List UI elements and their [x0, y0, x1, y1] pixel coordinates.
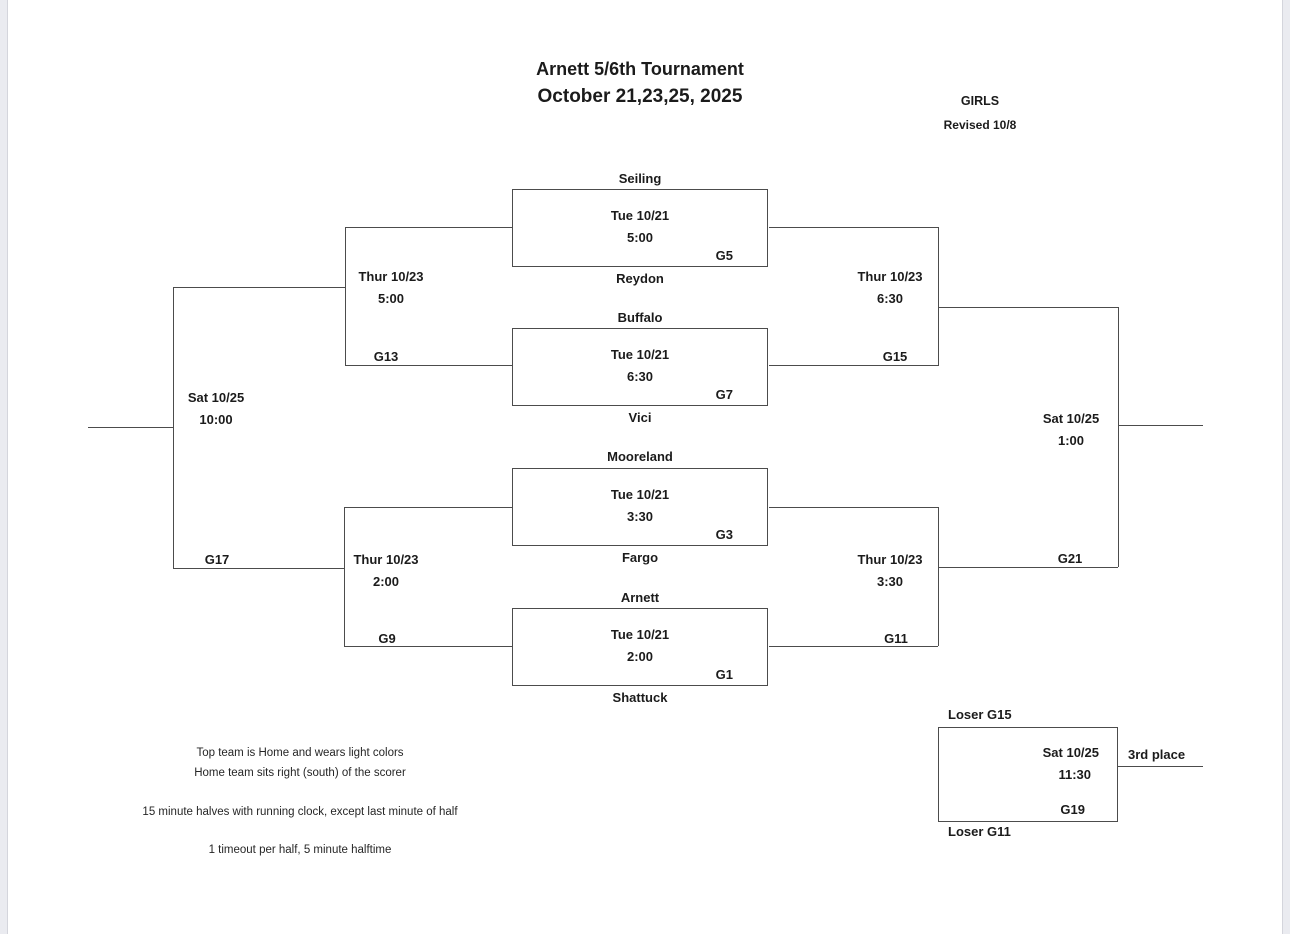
- note-home-bench: Home team sits right (south) of the scor…: [194, 767, 406, 779]
- game-box-g3: Tue 10/21 3:30 G3: [512, 468, 768, 546]
- team-name: Seiling: [618, 171, 662, 186]
- game-box-g1: Tue 10/21 2:00 G1: [512, 608, 768, 686]
- division-block: GIRLS Revised 10/8: [900, 94, 1060, 133]
- game-label-g21: Sat 10/25 1:00: [1001, 408, 1141, 452]
- game-date: Sat 10/25: [187, 390, 245, 405]
- bracket-line-g19-out: [1118, 766, 1203, 767]
- bracket-line-g9-out: [173, 568, 344, 569]
- team-name: Fargo: [621, 550, 659, 565]
- bracket-line-g1-left: [344, 646, 512, 647]
- bracket-line-g21-vertical: [1118, 307, 1119, 567]
- game-time: 5:00: [377, 291, 405, 306]
- game-time: 1:00: [1057, 433, 1085, 448]
- bracket-line-g5-right: [769, 227, 938, 228]
- bracket-line-g3-right: [769, 507, 938, 508]
- game-time: 10:00: [199, 412, 233, 427]
- bracket-line-g1-right: [769, 646, 938, 647]
- bracket-line-g11-vertical: [938, 507, 939, 646]
- game-date: Tue 10/21: [610, 627, 670, 642]
- game-time: 6:30: [876, 291, 904, 306]
- bracket-line-g11-out: [938, 567, 1118, 568]
- page-edge-left: [0, 0, 8, 934]
- game-number: G11: [884, 631, 908, 646]
- note-timeouts: 1 timeout per half, 5 minute halftime: [208, 844, 392, 856]
- bracket-line-g15-out: [938, 307, 1118, 308]
- team-name: Mooreland: [607, 449, 673, 464]
- bracket-line-g13-vertical: [345, 227, 346, 366]
- game-time: 11:30: [1058, 767, 1091, 782]
- game-time: 3:30: [876, 574, 904, 589]
- game-date: Thur 10/23: [353, 552, 419, 567]
- game-box-g19: Sat 10/25 11:30 G19: [938, 727, 1118, 822]
- game-date: Tue 10/21: [610, 347, 670, 362]
- team-name: Reydon: [616, 271, 664, 286]
- team-name: Vici: [628, 410, 652, 425]
- game-number: G7: [715, 387, 733, 402]
- game-date: Sat 10/25: [1042, 411, 1100, 426]
- third-place-result-label: 3rd place: [1128, 747, 1186, 762]
- bracket-line-g7-left: [345, 365, 512, 366]
- game-number: G5: [715, 248, 733, 263]
- bracket-line-g9-vertical: [344, 507, 345, 646]
- bracket-line-g5-left: [345, 227, 512, 228]
- game-time: 2:00: [626, 649, 654, 664]
- page-title: Arnett 5/6th Tournament: [536, 59, 744, 79]
- game-time: 6:30: [626, 369, 654, 384]
- game-date: Thur 10/23: [857, 269, 923, 284]
- game-number: G17: [204, 552, 230, 567]
- game-box-g7: Tue 10/21 6:30 G7: [512, 328, 768, 406]
- game-number: G9: [378, 631, 396, 646]
- page-subtitle-dates: October 21,23,25, 2025: [537, 86, 743, 107]
- game-number: G3: [715, 527, 733, 542]
- bracket-line-g7-right: [769, 365, 938, 366]
- game-time: 2:00: [372, 574, 400, 589]
- note-home-colors: Top team is Home and wears light colors: [196, 747, 404, 759]
- game-label-g17: Sat 10/25 10:00: [146, 387, 286, 431]
- game-date: Sat 10/25: [1042, 745, 1099, 760]
- game-number: G19: [1060, 802, 1085, 817]
- team-name: Arnett: [620, 590, 660, 605]
- bracket-line-g17-out: [88, 427, 173, 428]
- third-place-top-seed: Loser G15: [948, 707, 1012, 722]
- team-name: Shattuck: [612, 690, 668, 705]
- division-label: GIRLS: [960, 94, 1000, 108]
- bracket-line-g3-left: [344, 507, 512, 508]
- game-box-g5: Tue 10/21 5:00 G5: [512, 189, 768, 267]
- game-label-g11: Thur 10/23 3:30: [820, 549, 960, 593]
- bracket-line-g15-vertical: [938, 227, 939, 366]
- revision-label: Revised 10/8: [943, 118, 1017, 132]
- bracket-line-g21-out: [1118, 425, 1203, 426]
- game-label-g13: Thur 10/23 5:00: [321, 266, 461, 310]
- game-date: Tue 10/21: [610, 208, 670, 223]
- game-label-g9: Thur 10/23 2:00: [316, 549, 456, 593]
- game-number: G21: [1057, 551, 1083, 566]
- team-name: Buffalo: [617, 310, 663, 325]
- game-number: G1: [715, 667, 733, 682]
- game-time: 5:00: [626, 230, 654, 245]
- game-number: G15: [882, 349, 908, 364]
- third-place-bottom-seed: Loser G11: [948, 824, 1011, 839]
- game-date: Thur 10/23: [857, 552, 923, 567]
- game-number: G13: [373, 349, 399, 364]
- bracket-line-g17-vertical: [173, 287, 174, 568]
- game-time: 3:30: [626, 509, 654, 524]
- note-halves: 15 minute halves with running clock, exc…: [142, 806, 458, 818]
- bracket-line-g13-out: [173, 287, 345, 288]
- page-edge-right: [1282, 0, 1290, 934]
- game-date: Tue 10/21: [610, 487, 670, 502]
- header: Arnett 5/6th Tournament October 21,23,25…: [440, 58, 840, 110]
- game-label-g15: Thur 10/23 6:30: [820, 266, 960, 310]
- game-date: Thur 10/23: [358, 269, 424, 284]
